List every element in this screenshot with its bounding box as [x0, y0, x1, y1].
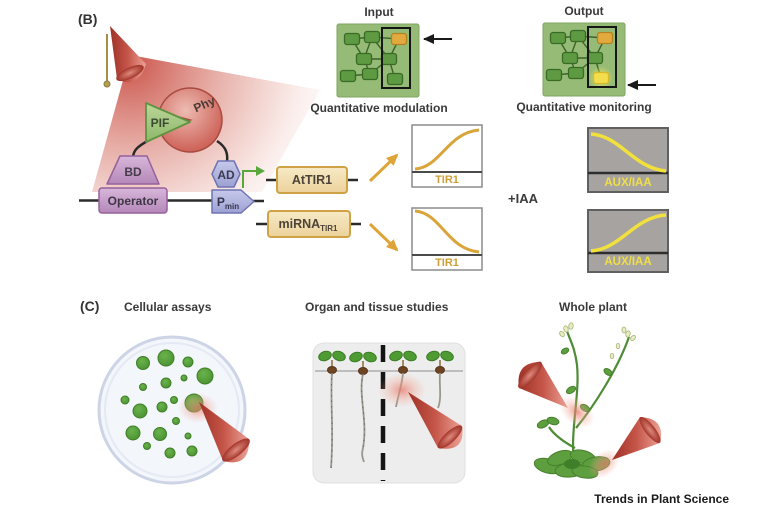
plant-flower-buds — [559, 322, 636, 359]
bd-domain: BD — [106, 155, 160, 185]
operator-label: Operator — [108, 194, 159, 208]
panel-b-label: (B) — [78, 11, 97, 27]
output-yellow-node — [592, 71, 610, 85]
pif-label: PIF — [151, 116, 170, 130]
input-network: Input Quantitative modulation — [310, 5, 452, 115]
output-selection-box — [587, 26, 617, 88]
seedling-1 — [318, 350, 346, 469]
aux-curve-up — [590, 213, 667, 253]
plate-light-cone — [408, 392, 463, 449]
phy-protein: Phy — [158, 87, 223, 153]
dna-line — [79, 199, 264, 203]
input-title: Input — [364, 5, 393, 19]
mirna-label: miRNA — [278, 217, 320, 231]
tissue-plate — [312, 342, 466, 484]
tir1-axis-label: TIR1 — [435, 174, 459, 186]
tir1-graph-increasing: TIR1 — [411, 124, 483, 188]
plant-left-glow — [559, 395, 595, 429]
lamp-stand-base — [103, 80, 111, 88]
input-network-nodes — [339, 30, 408, 86]
operator-box: Operator — [98, 187, 168, 214]
input-caption: Quantitative modulation — [310, 101, 447, 115]
transcription-arrow — [242, 166, 265, 188]
journal-credit: Trends in Plant Science — [594, 492, 729, 506]
mirna-gene: miRNATIR1 — [256, 210, 361, 238]
tir1-curve-down — [414, 209, 480, 254]
arrow-to-graph-up — [368, 153, 399, 183]
aux-axis-label: AUX/IAA — [604, 177, 651, 189]
plant-right-glow — [588, 449, 620, 479]
panel-b: (B) Phy PIF BD Operator AD — [78, 4, 669, 273]
panel-c-label: (C) — [80, 298, 99, 314]
input-highlight-node — [390, 32, 408, 46]
panel-c: (C) Cellular assays Organ and tissue stu… — [80, 298, 729, 506]
whole-plant-label: Whole plant — [559, 300, 627, 314]
plant-right-cone — [612, 417, 662, 460]
output-title: Output — [564, 4, 603, 18]
bd-label: BD — [124, 165, 142, 179]
attir1-gene: AtTIR1 — [266, 166, 358, 194]
seedling-2 — [349, 351, 377, 463]
pif-protein: PIF — [145, 102, 191, 143]
ad-domain: AD — [211, 160, 241, 188]
pmin-promoter: Pmin — [211, 189, 255, 214]
plant-left-cone — [518, 361, 568, 408]
cellular-assays-label: Cellular assays — [124, 300, 212, 314]
ad-label: AD — [217, 168, 235, 182]
pmin-label: P — [217, 195, 225, 209]
tir1-curve-up — [414, 128, 480, 171]
arrow-to-graph-down — [368, 222, 399, 252]
aux-curve-down — [590, 132, 667, 173]
seedling-4 — [426, 350, 454, 409]
output-orange-node — [596, 31, 614, 45]
output-network-nodes — [545, 29, 614, 82]
lamp — [103, 26, 146, 88]
aux-axis-label-2: AUX/IAA — [604, 256, 651, 268]
aux-graph-increasing: AUX/IAA — [587, 209, 669, 273]
svg-text:Pmin: Pmin — [217, 195, 239, 211]
attir1-label: AtTIR1 — [292, 173, 332, 187]
svg-text:miRNATIR1: miRNATIR1 — [278, 217, 338, 233]
lamp-cone-rim — [116, 64, 144, 82]
input-selection-box — [381, 27, 411, 89]
whole-plant — [518, 322, 662, 479]
organ-tissue-label: Organ and tissue studies — [305, 300, 449, 314]
aux-graph-decreasing: AUX/IAA — [587, 127, 669, 193]
petri-dish — [97, 335, 250, 485]
pmin-sub-label: min — [225, 202, 239, 211]
tir1-axis-label-2: TIR1 — [435, 257, 459, 269]
output-caption: Quantitative monitoring — [516, 100, 651, 114]
tir1-graph-decreasing: TIR1 — [411, 207, 483, 271]
dish-light-cone — [199, 402, 250, 463]
phy-ad-linker — [216, 139, 229, 163]
output-network: Output Quantitative monitoring — [516, 4, 656, 114]
mirna-sub-label: TIR1 — [320, 224, 338, 233]
plus-iaa-label: +IAA — [508, 191, 539, 206]
